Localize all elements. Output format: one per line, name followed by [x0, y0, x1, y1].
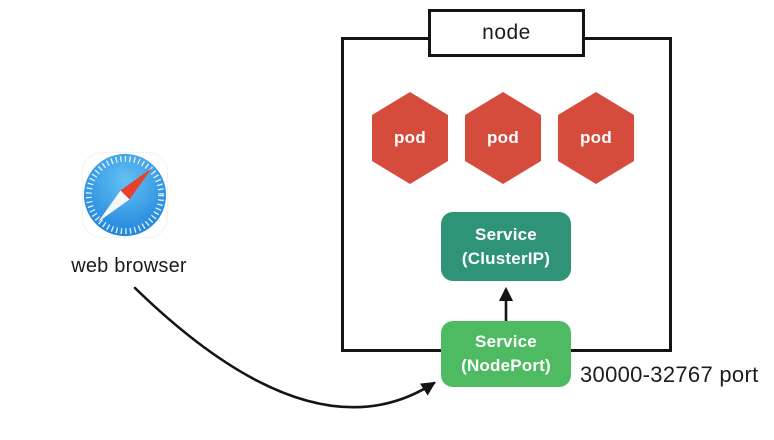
pod-label: pod	[486, 128, 520, 147]
compass-needle-white-half	[98, 190, 130, 222]
pod-hexagon: pod	[558, 92, 634, 184]
node-label: node	[482, 21, 531, 44]
service-clusterip-box: Service (ClusterIP)	[441, 212, 571, 281]
compass-tick-marks	[85, 155, 165, 235]
service-nodeport-name: Service	[475, 332, 537, 351]
pod-label: pod	[579, 128, 613, 147]
port-range-label: 30000-32767 port	[580, 362, 759, 387]
pod-label: pod	[393, 128, 427, 147]
node-boundary-box	[341, 37, 672, 352]
service-nodeport-type: (NodePort)	[461, 356, 551, 375]
compass-needle	[98, 168, 152, 222]
service-nodeport-box: Service (NodePort)	[441, 321, 571, 387]
web-browser-icon	[81, 151, 169, 239]
service-clusterip-type: (ClusterIP)	[461, 248, 551, 268]
node-label-box: node	[428, 9, 585, 57]
web-browser-label: web browser	[71, 255, 187, 277]
service-clusterip-name: Service	[475, 224, 537, 244]
compass-needle-red-half	[120, 168, 152, 200]
